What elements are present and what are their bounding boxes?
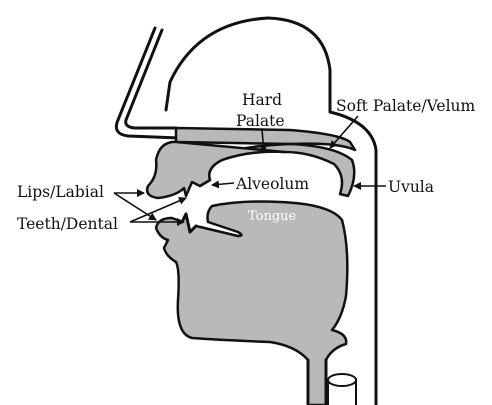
label-teeth: Teeth/Dental [17,215,118,233]
arrow-lips-lower [114,193,156,220]
tongue-lower-jaw [156,202,347,405]
arrow-teeth-upper [130,198,186,222]
label-hard-palate-line2: Palate [236,112,285,130]
label-lips: Lips/Labial [17,183,104,201]
label-soft-palate: Soft Palate/Velum [336,97,476,115]
label-hard-palate-line1: Hard [242,91,282,109]
label-alveolum: Alveolum [235,175,309,193]
label-uvula: Uvula [388,178,434,196]
label-tongue: Tongue [248,209,297,224]
vocal-folds [328,374,356,386]
arrow-alveolum [212,183,234,185]
